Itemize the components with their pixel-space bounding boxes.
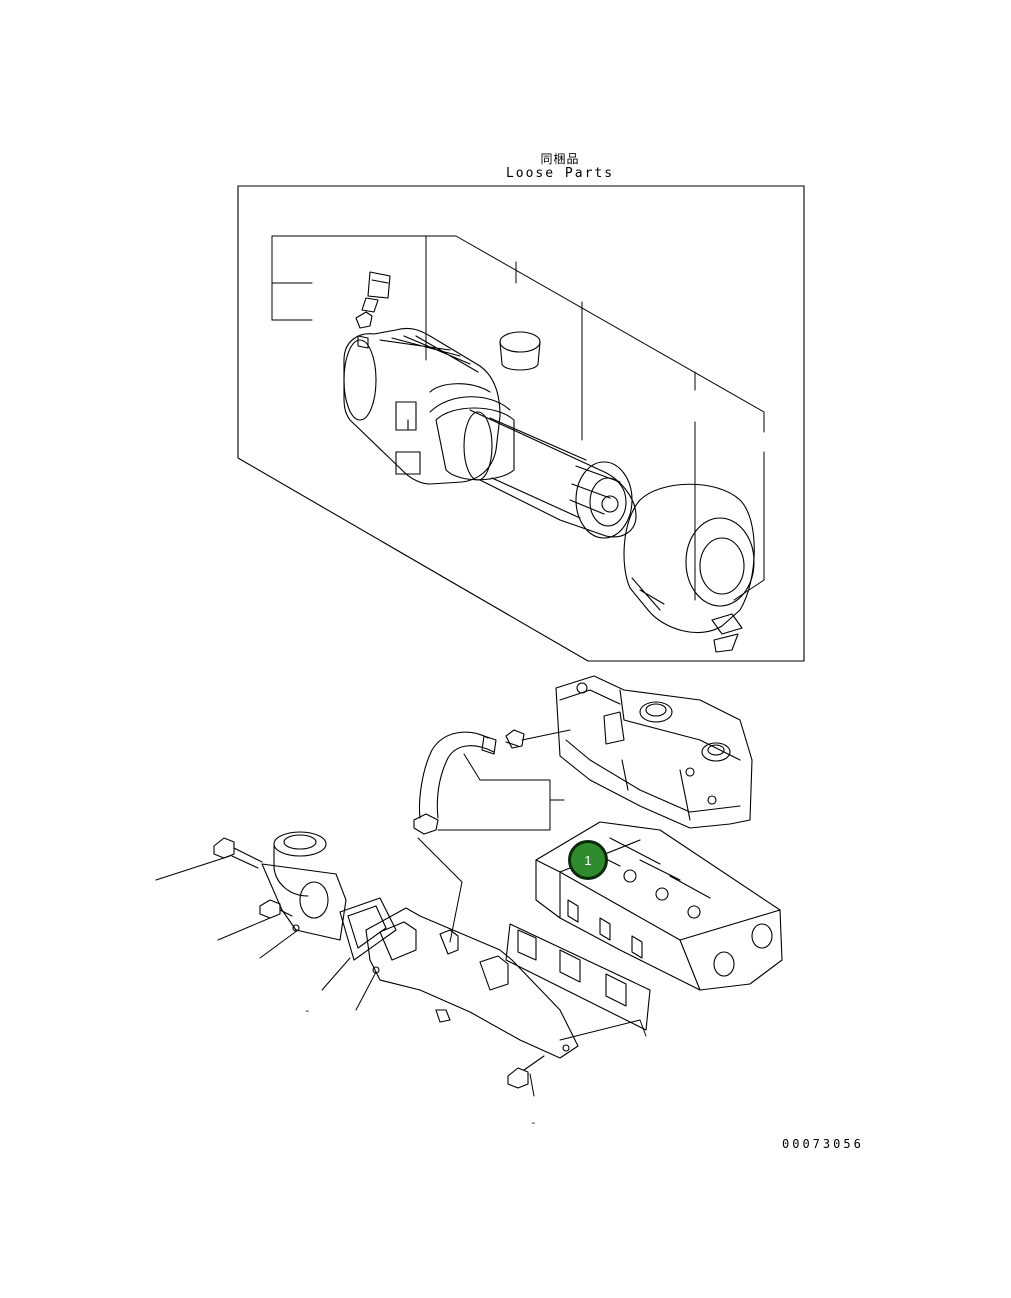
callout-leaders: [417, 729, 571, 943]
loose-parts-frame: [237, 185, 805, 662]
callout-number: 1: [584, 852, 592, 868]
filter-element: [463, 409, 637, 539]
restriction-indicator: [355, 271, 391, 349]
breather-hose: [419, 731, 497, 819]
drawing-number: 00073056: [782, 1137, 864, 1151]
callout-1-button[interactable]: 1: [568, 840, 608, 880]
manifold-gasket: [505, 923, 651, 1031]
loose-parts-title-jp: 同梱品: [540, 152, 580, 166]
evacuator-valve: [711, 613, 743, 653]
tick-mark: -: [530, 1116, 537, 1129]
exhaust-manifold: [365, 907, 579, 1059]
loose-parts-title: Loose Parts: [505, 166, 615, 181]
tick-mark: -: [304, 1004, 311, 1017]
air-cleaner-body: [343, 327, 515, 485]
cover-cap: [623, 483, 755, 634]
bolts: [213, 837, 545, 1089]
leader-lines-bottom: [155, 855, 647, 1097]
head-cover: [555, 675, 753, 829]
elbow-gasket: [339, 897, 397, 961]
outlet-elbow: [261, 831, 347, 941]
seal-ring: [499, 331, 541, 371]
leader-lines-top: [271, 235, 765, 601]
